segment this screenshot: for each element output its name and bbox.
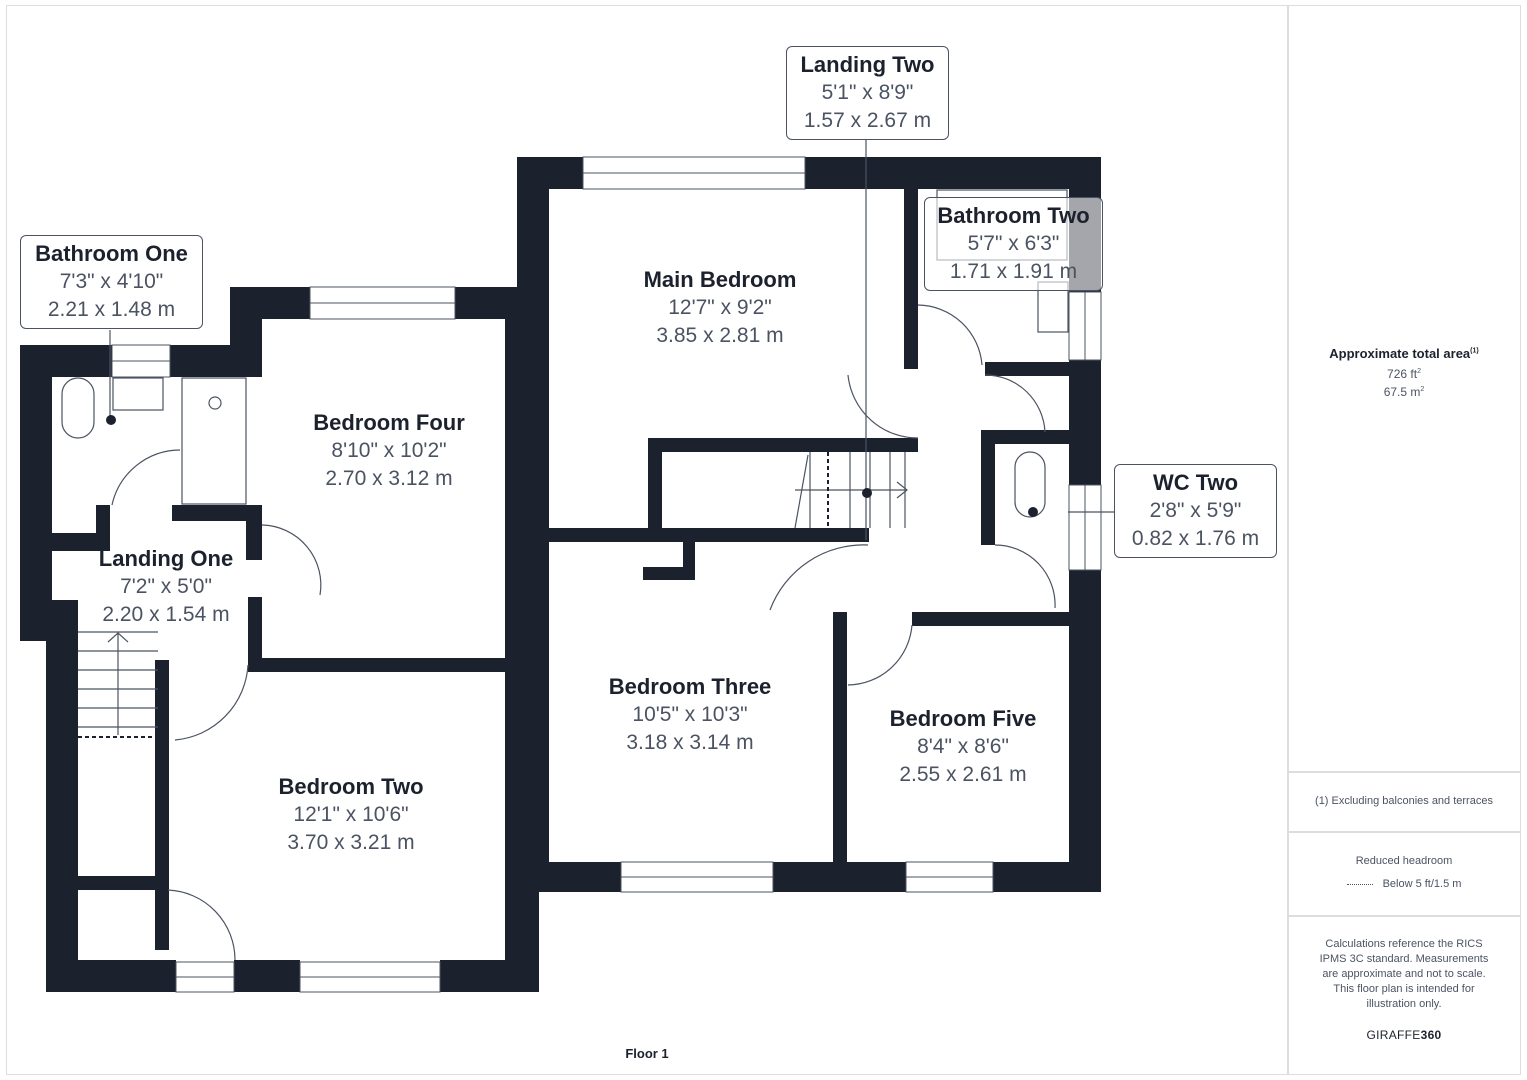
room-imperial: 7'3" x 4'10" [59, 270, 164, 293]
reduced-headroom-lines [78, 452, 829, 738]
sidebar-divider-1 [1288, 771, 1520, 773]
area-footnote-mark: (1) [1470, 347, 1479, 355]
area-ft: 726 ft2 [1288, 367, 1520, 381]
floor-label: Floor 1 [625, 1046, 669, 1061]
room-name: Bedroom Three [608, 674, 772, 699]
area-footnote: (1) Excluding balconies and terraces [1315, 795, 1493, 807]
room-landing-one: Landing One 7'2" x 5'0" 2.20 x 1.54 m [99, 545, 233, 629]
room-metric: 3.18 x 3.14 m [626, 731, 754, 754]
markers [106, 415, 1038, 517]
disclaimer: Calculations reference the RICS IPMS 3C … [1319, 938, 1489, 1010]
headroom-title: Reduced headroom [1355, 855, 1453, 867]
room-metric: 3.70 x 3.21 m [287, 831, 415, 854]
headroom-text: Below 5 ft/1.5 m [1382, 878, 1462, 890]
room-imperial: 10'5" x 10'3" [632, 703, 748, 726]
room-main-bedroom: Main Bedroom 12'7" x 9'2" 3.85 x 2.81 m [644, 266, 797, 350]
sidebar-divider-2 [1288, 831, 1520, 833]
floor-plan [20, 140, 1115, 993]
room-name: Landing Two [800, 52, 935, 77]
room-bedroom-three: Bedroom Three 10'5" x 10'3" 3.18 x 3.14 … [609, 673, 772, 757]
room-imperial: 5'1" x 8'9" [821, 81, 914, 104]
brand-logo: GIRAFFE360 [1288, 1028, 1520, 1042]
callout-bathroom-two: Bathroom Two 5'7" x 6'3" 1.71 x 1.91 m [924, 197, 1103, 291]
room-name: Bathroom Two [937, 203, 1090, 228]
room-metric: 1.71 x 1.91 m [949, 260, 1078, 283]
room-imperial: 8'10" x 10'2" [331, 439, 447, 462]
room-bedroom-two: Bedroom Two 12'1" x 10'6" 3.70 x 3.21 m [278, 773, 423, 857]
page-frame [6, 5, 1521, 1075]
room-name: Landing One [98, 546, 234, 571]
area-title: Approximate total area(1) [1288, 346, 1520, 361]
unit-sup: 2 [1420, 386, 1425, 393]
area-m: 67.5 m2 [1288, 385, 1520, 399]
room-name: WC Two [1152, 470, 1239, 495]
room-name: Bedroom Four [313, 410, 465, 435]
callout-wc-two: WC Two 2'8" x 5'9" 0.82 x 1.76 m [1114, 464, 1277, 558]
room-metric: 1.57 x 2.67 m [803, 109, 932, 132]
room-metric: 2.21 x 1.48 m [47, 298, 176, 321]
room-imperial: 8'4" x 8'6" [917, 735, 1009, 758]
area-ft-value: 726 ft [1387, 367, 1418, 381]
room-imperial: 12'1" x 10'6" [293, 803, 409, 826]
total-area-block: Approximate total area(1) 726 ft2 67.5 m… [1288, 346, 1520, 399]
room-metric: 0.82 x 1.76 m [1131, 527, 1260, 550]
area-m-value: 67.5 m [1383, 385, 1421, 399]
brand-bold: 360 [1420, 1028, 1442, 1042]
room-imperial: 5'7" x 6'3" [967, 232, 1060, 255]
sidebar-divider-3 [1288, 915, 1520, 917]
room-metric: 3.85 x 2.81 m [656, 324, 784, 347]
room-name: Main Bedroom [643, 267, 797, 292]
callout-landing-two: Landing Two 5'1" x 8'9" 1.57 x 2.67 m [786, 46, 949, 140]
room-name: Bedroom Two [278, 774, 424, 799]
room-metric: 2.55 x 2.61 m [899, 763, 1027, 786]
room-metric: 2.70 x 3.12 m [325, 467, 453, 490]
dotted-line-icon [1346, 883, 1373, 885]
sidebar-divider [1287, 5, 1289, 1075]
brand-light: GIRAFFE [1366, 1028, 1421, 1042]
room-imperial: 12'7" x 9'2" [668, 296, 772, 319]
room-imperial: 2'8" x 5'9" [1149, 499, 1242, 522]
windows [111, 156, 1102, 993]
room-name: Bathroom One [35, 241, 188, 266]
fixtures [61, 140, 1115, 961]
room-imperial: 7'2" x 5'0" [120, 575, 212, 598]
callout-bathroom-one: Bathroom One 7'3" x 4'10" 2.21 x 1.48 m [20, 235, 203, 329]
headroom-legend: Reduced headroom Below 5 ft/1.5 m [1288, 854, 1520, 892]
room-metric: 2.20 x 1.54 m [102, 603, 230, 626]
unit-sup: 2 [1417, 368, 1421, 375]
headroom-row: Below 5 ft/1.5 m [1288, 877, 1520, 892]
room-name: Bedroom Five [889, 706, 1037, 731]
room-bedroom-five: Bedroom Five 8'4" x 8'6" 2.55 x 2.61 m [890, 705, 1037, 789]
area-title-text: Approximate total area [1329, 346, 1471, 361]
room-bedroom-four: Bedroom Four 8'10" x 10'2" 2.70 x 3.12 m [313, 409, 465, 493]
